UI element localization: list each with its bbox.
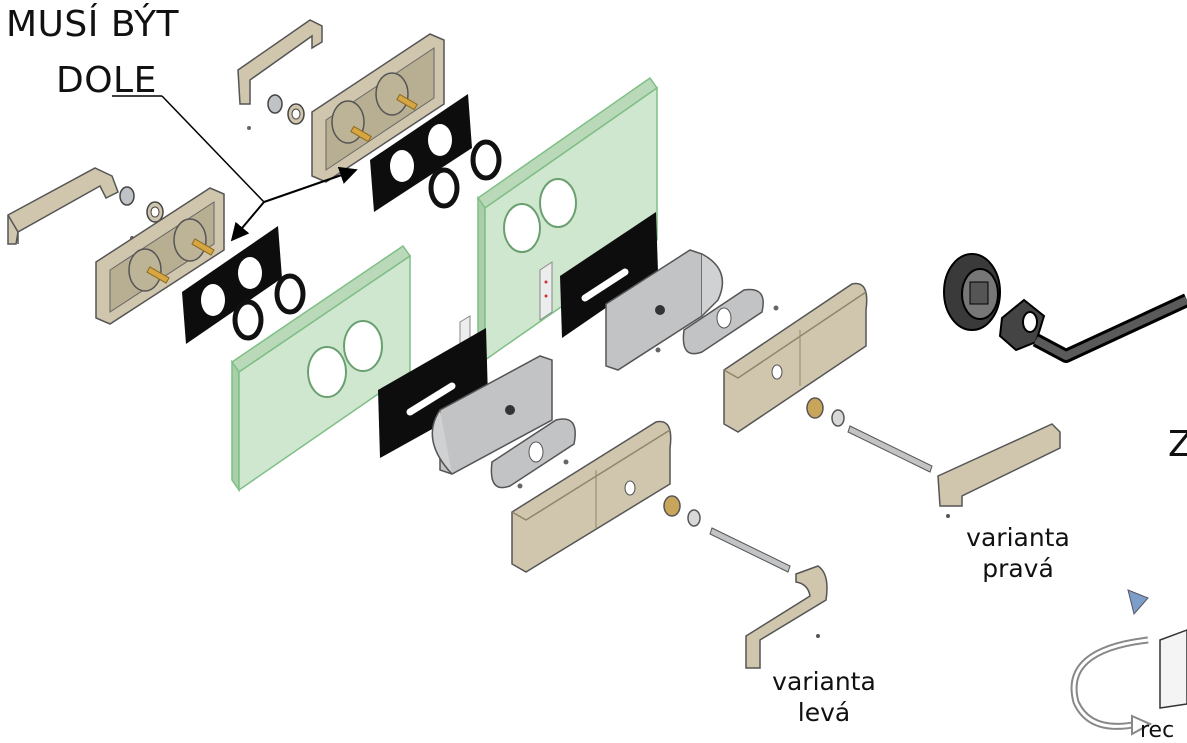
escutcheon-plate-top [311, 33, 445, 183]
gasket-left [182, 226, 282, 344]
edge-letter: Z [1168, 424, 1187, 465]
glass-panel-front [230, 244, 412, 493]
lock-body-front [431, 355, 553, 475]
right-variant-label: varianta pravá [958, 522, 1078, 584]
right-variant-line1: varianta [966, 523, 1070, 552]
left-variant-line1: varianta [772, 667, 876, 696]
right-variant-line2: pravá [982, 554, 1054, 583]
gasket-top [370, 94, 472, 212]
handle-left [745, 565, 828, 669]
escutcheon-plate-left [95, 187, 225, 325]
handle-right [937, 423, 1061, 518]
rings-top [428, 139, 502, 209]
cover-shell-left [511, 420, 672, 573]
gasket-lock-front [378, 328, 488, 458]
rings-left [232, 273, 306, 341]
hex-key-icon [1032, 293, 1187, 363]
detail-cylinder [943, 253, 1046, 352]
callout-leader [112, 95, 358, 242]
rotate-arrow-icon [1070, 589, 1153, 736]
glass-panel-rear [476, 76, 659, 363]
handle-top [237, 19, 323, 130]
spindle-set-left [663, 495, 791, 573]
handle-upper-left [7, 167, 164, 245]
edge-fragment-text: rec [1140, 718, 1175, 743]
cover-plate-front [490, 418, 576, 489]
spindle-set-right [806, 397, 933, 473]
left-variant-label: varianta levá [758, 666, 890, 728]
small-plate-icon [1159, 629, 1187, 709]
left-variant-line2: levá [797, 698, 851, 727]
cover-plate-rear [682, 288, 779, 355]
warning-label-line1: MUSÍ BÝT [6, 4, 180, 45]
lock-body-rear [605, 249, 724, 371]
cover-shell-right [723, 282, 868, 433]
warning-label-line2: DOLE [56, 60, 157, 101]
gasket-lock-rear [560, 212, 658, 338]
strike-plate-rear [539, 261, 553, 321]
